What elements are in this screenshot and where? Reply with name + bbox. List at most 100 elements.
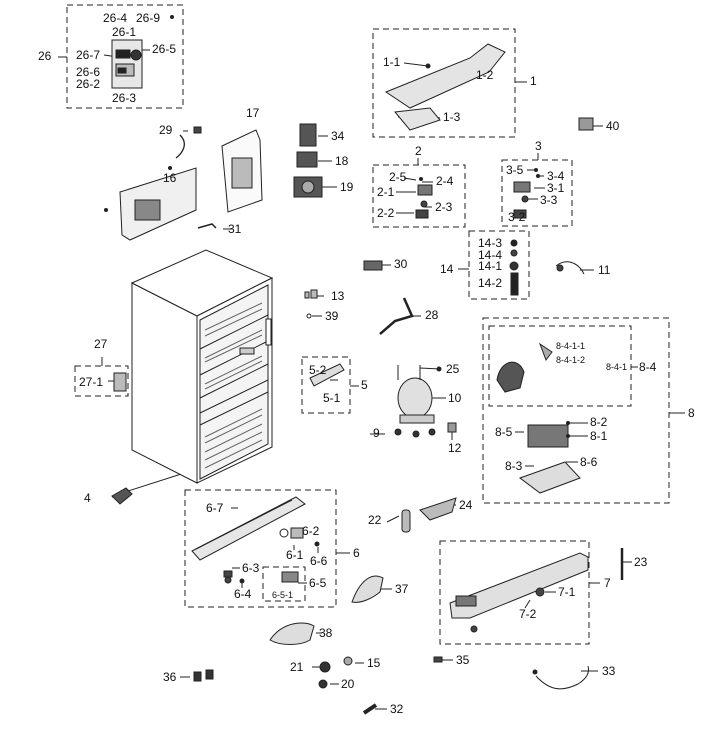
- callout-26-5: 26-5: [152, 42, 177, 56]
- callout-3: 3: [535, 139, 542, 153]
- callout-33: 33: [602, 664, 616, 678]
- callout-14-2: 14-2: [478, 276, 503, 290]
- group-boxes: [66, 4, 670, 645]
- callout-39: 39: [325, 309, 339, 323]
- callout-20: 20: [341, 677, 355, 691]
- group-box-2: [372, 164, 466, 228]
- callout-1-1: 1-1: [383, 55, 401, 69]
- part-glyphs: [104, 15, 624, 715]
- callout-27: 27: [94, 337, 108, 351]
- callout-32: 32: [390, 702, 404, 716]
- callout-23: 23: [634, 555, 648, 569]
- callout-8-2: 8-2: [590, 415, 608, 429]
- callout-6-6: 6-6: [310, 554, 328, 568]
- callout-2-5: 2-5: [389, 170, 407, 184]
- callout-16: 16: [163, 171, 177, 185]
- callout-3-5: 3-5: [506, 163, 524, 177]
- callout-6-1: 6-1: [286, 548, 304, 562]
- callout-34: 34: [331, 129, 345, 143]
- callout-31: 31: [228, 222, 242, 236]
- callout-30: 30: [394, 257, 408, 271]
- callout-40: 40: [606, 119, 620, 133]
- callout-8-4-1: 8-4-1: [606, 362, 628, 372]
- callout-2-4: 2-4: [436, 174, 454, 188]
- callout-26-2: 26-2: [76, 77, 101, 91]
- callout-8-4-1-2: 8-4-1-2: [556, 355, 586, 365]
- callout-27-1: 27-1: [79, 375, 104, 389]
- callout-19: 19: [340, 180, 354, 194]
- group-box-7: [439, 540, 590, 645]
- callout-9: 9: [373, 426, 380, 440]
- callout-29: 29: [159, 123, 173, 137]
- callout-8-1: 8-1: [590, 429, 608, 443]
- callout-12: 12: [448, 441, 462, 455]
- callout-14-3: 14-3: [478, 236, 503, 250]
- callout-8-3: 8-3: [505, 459, 523, 473]
- group-box-6: [184, 489, 337, 608]
- callout-8-4-1-1: 8-4-1-1: [556, 341, 586, 351]
- callout-8-6: 8-6: [580, 455, 598, 469]
- callout-7-2: 7-2: [519, 607, 537, 621]
- group-box-1: [372, 28, 516, 138]
- callout-6-7: 6-7: [206, 501, 224, 515]
- callout-21: 21: [290, 660, 304, 674]
- callout-10: 10: [448, 391, 462, 405]
- callout-4: 4: [84, 491, 91, 505]
- callout-5-2: 5-2: [309, 363, 327, 377]
- callout-8-4: 8-4: [639, 360, 657, 374]
- callout-6-2: 6-2: [302, 524, 320, 538]
- callout-26-9: 26-9: [136, 11, 161, 25]
- callout-26-1: 26-1: [112, 25, 137, 39]
- callout-8: 8: [688, 406, 695, 420]
- cabinet-drawing: [130, 249, 274, 484]
- callout-26-7: 26-7: [76, 48, 101, 62]
- callout-1-2: 1-2: [476, 68, 494, 82]
- callout-7: 7: [604, 576, 611, 590]
- callout-2-2: 2-2: [377, 206, 395, 220]
- callout-13: 13: [331, 289, 345, 303]
- callout-38: 38: [319, 626, 333, 640]
- callout-26-4: 26-4: [103, 11, 128, 25]
- callout-6-5: 6-5: [309, 576, 327, 590]
- callout-7-1: 7-1: [558, 585, 576, 599]
- callout-28: 28: [425, 308, 439, 322]
- callout-1-3: 1-3: [443, 110, 461, 124]
- group-box-8: [482, 317, 670, 504]
- callout-8-5: 8-5: [495, 425, 513, 439]
- callout-14-1: 14-1: [478, 259, 503, 273]
- callout-6-4: 6-4: [234, 587, 252, 601]
- callout-3-3: 3-3: [540, 193, 558, 207]
- callout-5-1: 5-1: [323, 391, 341, 405]
- callout-15: 15: [367, 656, 381, 670]
- callout-22: 22: [368, 513, 382, 527]
- callout-6-3: 6-3: [242, 561, 260, 575]
- callout-6-5-1: 6-5-1: [272, 590, 294, 600]
- callout-26-3: 26-3: [112, 91, 137, 105]
- callout-2: 2: [415, 144, 422, 158]
- callout-25: 25: [446, 362, 460, 376]
- callout-3-1: 3-1: [547, 181, 565, 195]
- callout-2-1: 2-1: [377, 185, 395, 199]
- callout-18: 18: [335, 154, 349, 168]
- callout-36: 36: [163, 670, 177, 684]
- callout-5: 5: [361, 378, 368, 392]
- group-box-5: [301, 356, 351, 414]
- callout-14-4: 14-4: [478, 248, 503, 262]
- group-box-14: [468, 230, 530, 300]
- callout-6: 6: [353, 546, 360, 560]
- group-box-8-4: [488, 325, 632, 407]
- callout-2-3: 2-3: [435, 200, 453, 214]
- group-box-27: [74, 365, 129, 397]
- callout-3-2: 3-2: [508, 210, 526, 224]
- group-box-6-5: [262, 566, 306, 602]
- callout-1: 1: [530, 74, 537, 88]
- callout-11: 11: [598, 263, 611, 277]
- callout-17: 17: [246, 106, 260, 120]
- callout-14: 14: [440, 262, 454, 276]
- group-box-3: [501, 159, 573, 227]
- callout-26-6: 26-6: [76, 65, 101, 79]
- callout-3-4: 3-4: [547, 169, 565, 183]
- callout-24: 24: [459, 498, 473, 512]
